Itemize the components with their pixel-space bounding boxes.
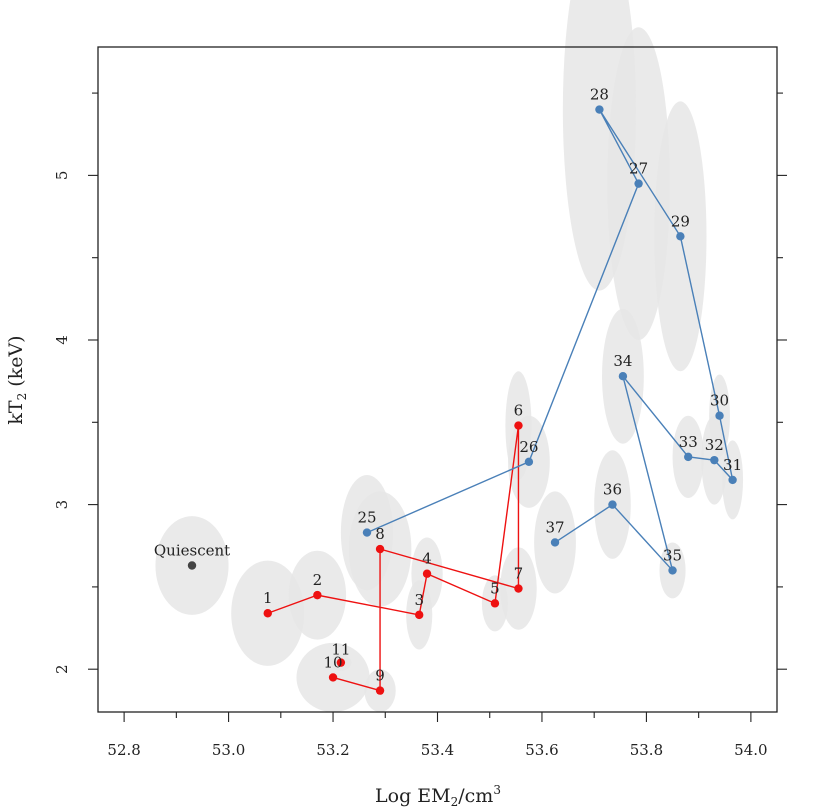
point-label-2: 2: [313, 571, 323, 589]
point-label-4: 4: [422, 550, 432, 568]
point-37: [550, 538, 560, 547]
point-label-8: 8: [375, 525, 385, 543]
point-26: [524, 457, 534, 467]
point-label-30: 30: [710, 392, 729, 410]
x-axis: 52.8 53.0 53.2 53.4 53.6 53.8 54.0: [107, 712, 768, 759]
point-label-37: 37: [545, 518, 564, 536]
y-tick-label: 5: [53, 171, 71, 181]
x-tick-label: 52.8: [107, 741, 140, 759]
ellipse-layer: [155, 0, 744, 713]
point-layer: [187, 105, 737, 695]
point-label-33: 33: [679, 433, 698, 451]
x-tick-label: 53.0: [212, 741, 245, 759]
error-ellipse-28: [562, 0, 636, 291]
point-36: [608, 500, 617, 509]
point-1: [263, 609, 272, 618]
point-8: [375, 544, 385, 554]
point-11: [336, 658, 346, 667]
point-31: [728, 475, 737, 485]
point-label-28: 28: [590, 86, 609, 104]
point-32: [710, 455, 719, 465]
point-2: [313, 590, 322, 600]
x-tick-label: 53.8: [630, 741, 663, 759]
point-label-31: 31: [723, 456, 742, 474]
point-label-29: 29: [671, 212, 690, 230]
point-label-quiescent: Quiescent: [154, 542, 230, 560]
point-4: [422, 569, 432, 578]
point-label-6: 6: [514, 402, 524, 420]
point-label-5: 5: [490, 579, 500, 597]
point-9: [375, 686, 385, 695]
x-tick-label: 53.4: [421, 741, 454, 759]
y-tick-label: 3: [53, 500, 71, 510]
x-tick-label: 53.2: [316, 741, 349, 759]
red-series-line: [267, 425, 520, 692]
y-axis-title: kT2 (keV): [5, 335, 29, 424]
point-label-7: 7: [514, 565, 524, 583]
point-label-35: 35: [663, 546, 682, 564]
point-34: [618, 372, 628, 381]
x-tick-label: 54.0: [734, 741, 767, 759]
y-tick-label: 4: [53, 335, 71, 345]
point-3: [415, 610, 424, 620]
x-tick-label: 53.6: [525, 741, 558, 759]
point-label-25: 25: [357, 509, 376, 527]
point-label-1: 1: [263, 589, 273, 607]
label-layer: 123456789101125262728293031323334353637Q…: [154, 86, 742, 685]
point-7: [514, 584, 523, 593]
point-5: [490, 599, 500, 608]
point-25: [362, 528, 372, 537]
point-label-10: 10: [323, 653, 342, 671]
x-axis-title: Log EM2/cm3: [375, 783, 501, 809]
point-label-32: 32: [705, 436, 724, 454]
point-label-3: 3: [414, 591, 424, 609]
point-27: [634, 179, 643, 188]
point-28: [595, 105, 604, 114]
point-10: [328, 673, 338, 682]
point-29: [676, 232, 685, 241]
y-tick-label: 2: [53, 664, 71, 674]
point-label-11: 11: [331, 641, 350, 659]
point-6: [514, 421, 523, 430]
point-label-34: 34: [613, 352, 632, 370]
point-label-27: 27: [629, 160, 648, 178]
point-label-36: 36: [603, 481, 622, 499]
point-quiescent: [187, 561, 197, 570]
point-label-26: 26: [519, 438, 538, 456]
point-label-9: 9: [375, 667, 385, 685]
point-30: [715, 411, 724, 420]
point-33: [684, 452, 693, 462]
point-35: [668, 566, 677, 575]
